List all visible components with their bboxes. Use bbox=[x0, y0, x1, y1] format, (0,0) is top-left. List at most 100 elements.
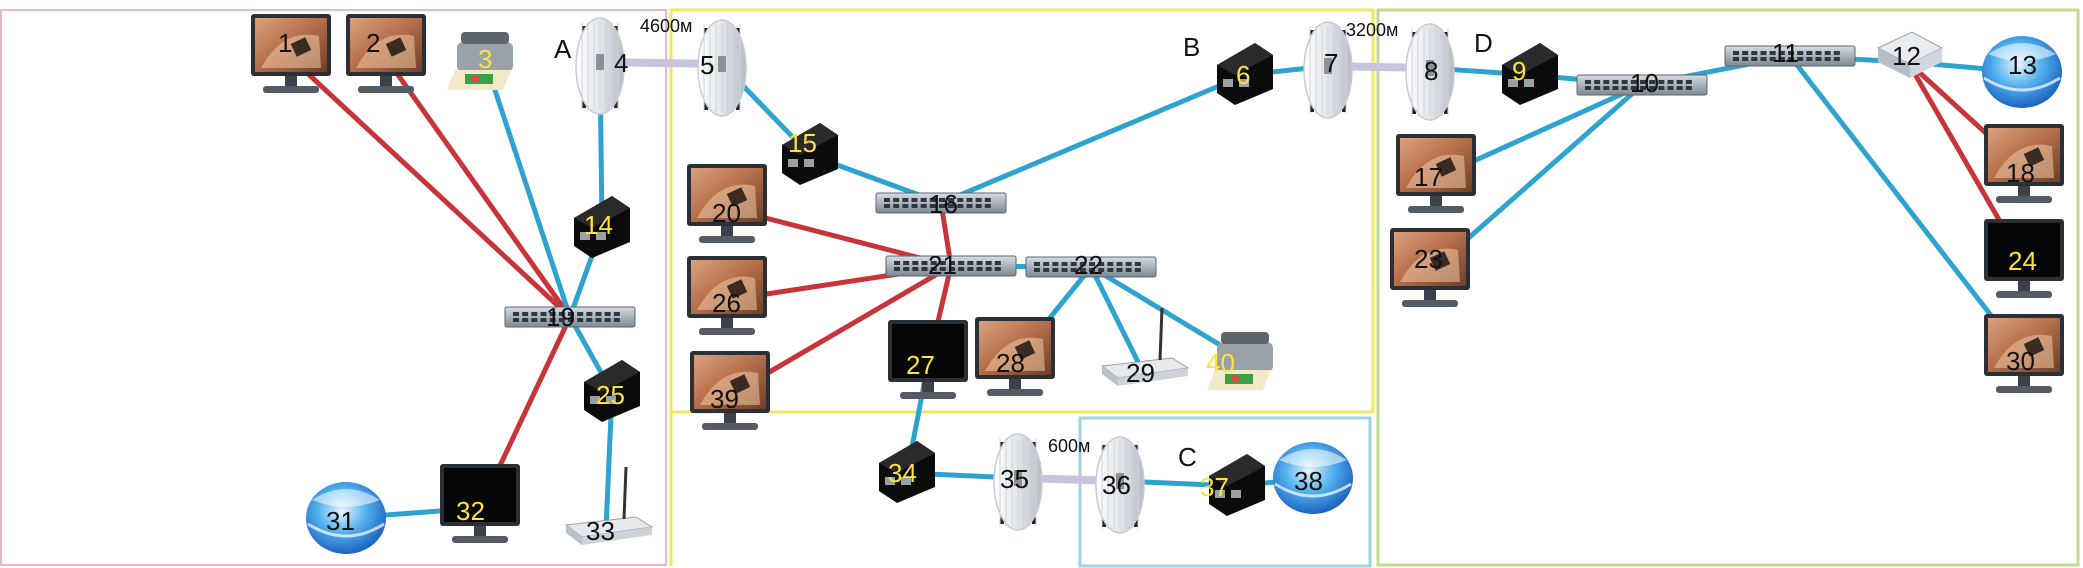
device-label-39: 39 bbox=[710, 384, 739, 414]
monitor-icon bbox=[687, 256, 767, 335]
antenna-icon bbox=[697, 19, 747, 117]
device-label-34: 34 bbox=[888, 458, 917, 488]
distance-label-7-8: 3200м bbox=[1346, 20, 1398, 40]
device-label-18: 18 bbox=[2006, 158, 2035, 188]
device-label-11: 11 bbox=[1772, 38, 1799, 68]
internet-icon bbox=[1273, 442, 1353, 514]
device-icons bbox=[251, 14, 2064, 554]
printer-icon bbox=[447, 32, 513, 90]
internet-icon bbox=[1982, 36, 2062, 108]
zone-c-frame bbox=[1078, 416, 1372, 568]
poe-injector-icon bbox=[1209, 454, 1265, 516]
device-label-5: 5 bbox=[700, 50, 714, 80]
zone-b-frame bbox=[669, 8, 1375, 414]
device-label-19: 19 bbox=[546, 302, 575, 332]
wifi-router-icon bbox=[1100, 307, 1190, 386]
device-label-14: 14 bbox=[584, 210, 613, 240]
monitor-icon bbox=[440, 464, 520, 543]
link-3-19 bbox=[482, 57, 573, 320]
antenna-icon bbox=[1303, 21, 1353, 119]
device-label-37: 37 bbox=[1200, 472, 1229, 502]
device-label-13: 13 bbox=[2008, 50, 2037, 80]
site-label-c: C bbox=[1178, 442, 1197, 472]
poe-injector-icon bbox=[782, 123, 838, 185]
device-label-28: 28 bbox=[996, 348, 1025, 378]
device-label-38: 38 bbox=[1294, 466, 1323, 496]
monitor-icon bbox=[1984, 124, 2064, 203]
device-label-31: 31 bbox=[326, 506, 355, 536]
zone-d-frame bbox=[1376, 8, 2080, 567]
monitor-icon bbox=[251, 14, 331, 93]
device-label-7: 7 bbox=[1324, 48, 1338, 78]
device-label-3: 3 bbox=[478, 44, 492, 74]
switch-icon bbox=[875, 192, 1007, 214]
device-label-30: 30 bbox=[2006, 346, 2035, 376]
antenna-icon bbox=[993, 433, 1043, 531]
monitor-icon bbox=[346, 14, 426, 93]
link-11-30 bbox=[1787, 53, 2027, 361]
device-label-26: 26 bbox=[712, 288, 741, 318]
monitor-icon bbox=[1984, 314, 2064, 393]
device-label-32: 32 bbox=[456, 496, 485, 526]
device-label-27: 27 bbox=[906, 350, 935, 380]
link-22-29 bbox=[1088, 264, 1145, 373]
device-label-29: 29 bbox=[1126, 358, 1155, 388]
distance-label-35-36: 600м bbox=[1048, 436, 1090, 456]
device-label-8: 8 bbox=[1424, 56, 1438, 86]
device-label-23: 23 bbox=[1414, 244, 1443, 274]
wifi-router-icon bbox=[564, 466, 654, 545]
device-label-33: 33 bbox=[586, 516, 615, 546]
link-16-6 bbox=[938, 72, 1248, 206]
device-label-10: 10 bbox=[1630, 68, 1659, 98]
internet-icon bbox=[306, 482, 386, 554]
device-label-15: 15 bbox=[788, 128, 817, 158]
device-label-16: 16 bbox=[929, 189, 958, 219]
device-label-22: 22 bbox=[1074, 250, 1103, 280]
device-label-25: 25 bbox=[596, 380, 625, 410]
device-label-36: 36 bbox=[1102, 470, 1131, 500]
device-label-17: 17 bbox=[1414, 162, 1443, 192]
antenna-icon bbox=[575, 17, 625, 115]
connection-lines bbox=[288, 53, 2027, 532]
monitor-icon bbox=[888, 320, 968, 399]
antenna-icon bbox=[1405, 23, 1455, 121]
device-label-35: 35 bbox=[1000, 464, 1029, 494]
device-label-6: 6 bbox=[1236, 60, 1250, 90]
device-label-9: 9 bbox=[1512, 56, 1526, 86]
poe-injector-icon bbox=[584, 360, 640, 422]
device-label-2: 2 bbox=[366, 28, 380, 58]
monitor-icon bbox=[687, 164, 767, 243]
device-label-12: 12 bbox=[1892, 41, 1921, 71]
device-label-4: 4 bbox=[614, 48, 628, 78]
device-label-20: 20 bbox=[712, 198, 741, 228]
switch-icon bbox=[1724, 45, 1856, 67]
device-label-21: 21 bbox=[928, 250, 957, 280]
zone-a-frame bbox=[0, 9, 667, 566]
site-zones bbox=[0, 8, 2080, 568]
device-label-40: 40 bbox=[1206, 348, 1235, 378]
device-label-24: 24 bbox=[2008, 246, 2037, 276]
monitor-icon bbox=[690, 351, 770, 430]
switch-icon bbox=[504, 306, 636, 328]
site-label-a: A bbox=[554, 34, 572, 64]
router-icon bbox=[1876, 31, 1944, 78]
monitor-icon bbox=[1390, 228, 1470, 307]
switch-icon bbox=[1025, 256, 1157, 278]
monitor-icon bbox=[975, 317, 1055, 396]
distance-label-4-5: 4600м bbox=[640, 16, 692, 36]
poe-injector-icon bbox=[1217, 43, 1273, 105]
poe-injector-icon bbox=[879, 441, 935, 503]
monitor-icon bbox=[1396, 134, 1476, 213]
antenna-icon bbox=[1095, 436, 1145, 534]
switch-icon bbox=[1576, 74, 1708, 96]
printer-icon bbox=[1207, 332, 1273, 390]
switch-icon bbox=[885, 255, 1017, 277]
site-label-d: D bbox=[1474, 28, 1493, 58]
poe-injector-icon bbox=[574, 196, 630, 258]
poe-injector-icon bbox=[1502, 43, 1558, 105]
device-label-1: 1 bbox=[278, 28, 292, 58]
link-2-19 bbox=[383, 55, 573, 320]
monitor-icon bbox=[1984, 219, 2064, 298]
